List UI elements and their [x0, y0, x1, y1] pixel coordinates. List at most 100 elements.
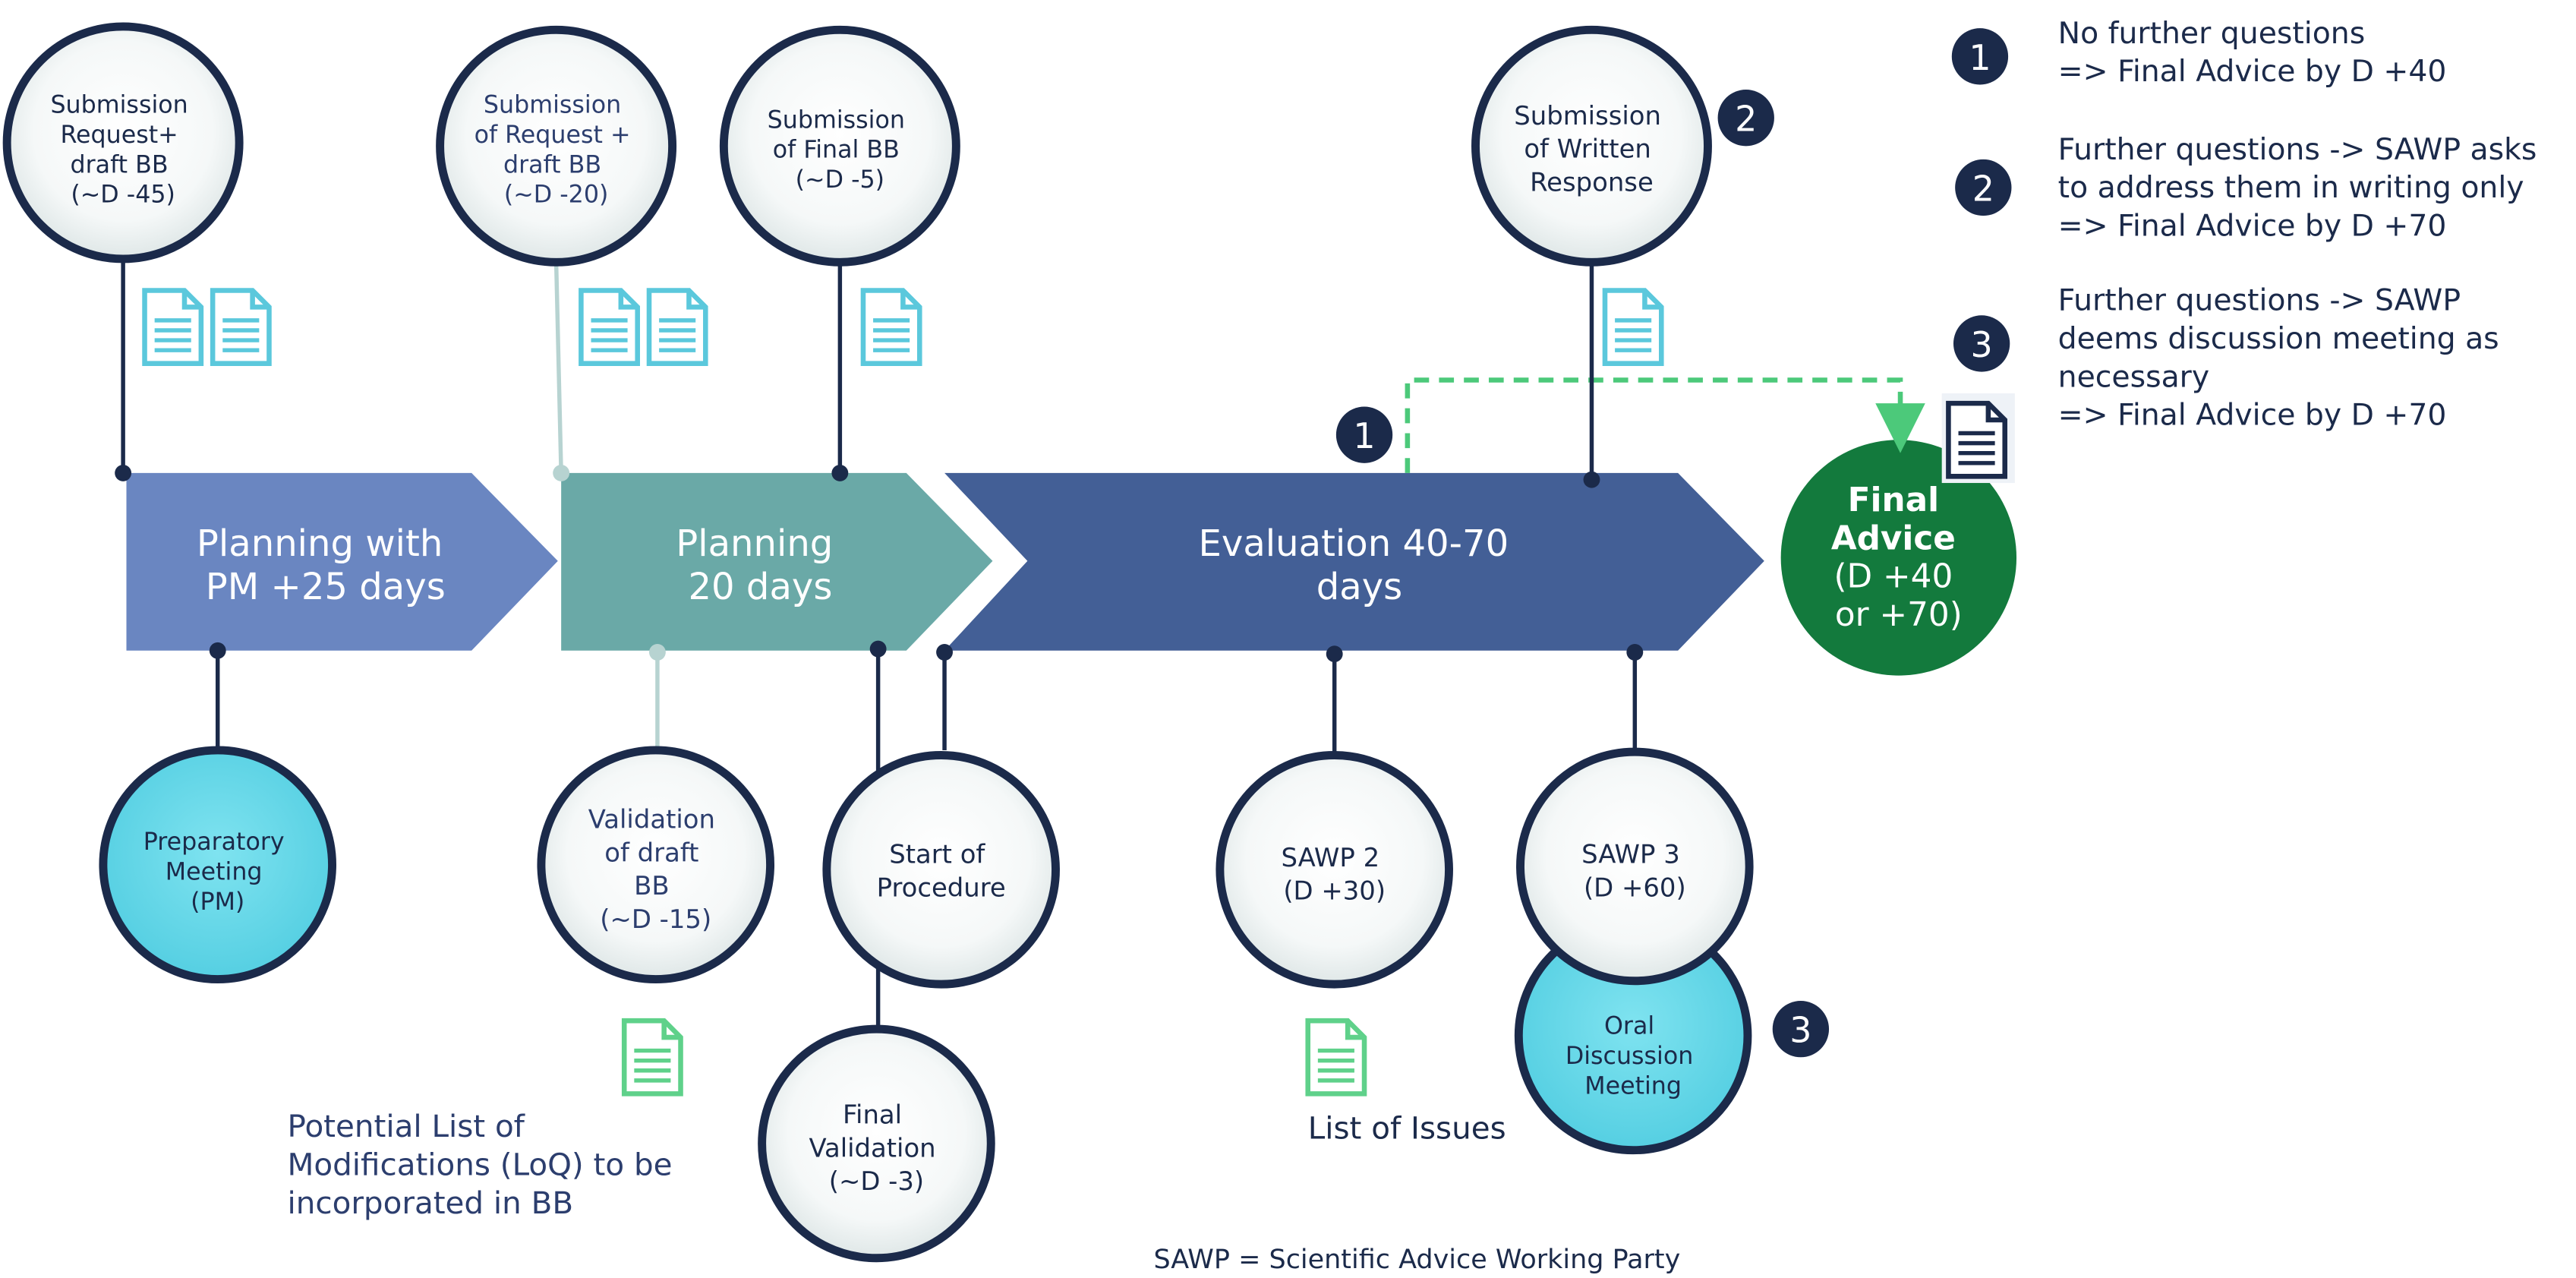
milestone-line: Meeting	[166, 858, 263, 885]
milestone-sawp-3: SAWP 3 (D +60)	[1516, 747, 1754, 986]
svg-text:Preparatory Meeting: Preparatory Meeting (PM)	[143, 828, 292, 916]
milestone-line: Procedure	[877, 873, 1006, 902]
phase-planning-pm: Planning with PM +25 days	[126, 472, 558, 651]
badge-3-label: 3	[1789, 1010, 1811, 1051]
legend-item-1: 1 No further questions => Final Advice b…	[1951, 16, 2447, 89]
document-icon	[579, 288, 640, 366]
milestone-line: Start of	[889, 840, 985, 869]
milestone-line: (~D -45)	[71, 181, 175, 209]
badge-1-label: 1	[1353, 415, 1375, 456]
milestone-final-validation: Final Validation (~D -3)	[758, 1024, 995, 1263]
legend-line: => Final Advice by D +70	[2058, 398, 2447, 433]
svg-text:Final Advice (D +4: Final Advice (D +40 or +70)	[1831, 481, 1966, 634]
milestone-start-of-procedure: Start of Procedure	[822, 751, 1060, 989]
final-advice-line: Advice	[1831, 519, 1956, 557]
document-icon	[621, 1018, 683, 1097]
phase-evaluation: Evaluation 40-70 days	[944, 472, 1764, 651]
connector-dots-bottom	[209, 640, 1644, 663]
document-icon	[646, 288, 708, 366]
milestone-line: Submission	[768, 106, 905, 134]
footer-note: SAWP = Scientific Advice Working Party	[1153, 1245, 1680, 1275]
milestone-line: draft BB	[503, 151, 601, 178]
svg-text:Further questions -> SAWP: Further questions -> SAWP deems discussi…	[2058, 283, 2509, 433]
svg-text:Planning 20 days: Planning 20 days	[676, 522, 844, 608]
final-advice-document-icon	[1941, 393, 2015, 484]
badge-2-label: 2	[1735, 99, 1757, 140]
milestone-submission-request-draft-bb: Submission Request+ draft BB (~D -45)	[2, 22, 244, 263]
svg-text:Further questions -> SAWP asks: Further questions -> SAWP asks to addres…	[2058, 132, 2546, 244]
svg-text:SAWP 2 (D +30): SAWP 2 (D +30)	[1281, 843, 1387, 906]
loq-note-line: Modifications (LoQ) to be	[288, 1146, 673, 1182]
milestone-line: Oral	[1604, 1013, 1654, 1040]
svg-text:Submission Request+: Submission Request+ draft BB (~D -45)	[50, 92, 195, 209]
legend-line: Further questions -> SAWP	[2058, 283, 2461, 318]
milestone-line: Discussion	[1565, 1043, 1694, 1070]
milestone-line: draft BB	[71, 151, 169, 178]
milestone-line: SAWP 3	[1581, 840, 1680, 869]
milestone-line: BB	[634, 871, 669, 901]
svg-text:Submission of Written: Submission of Written Response	[1514, 101, 1669, 197]
badge-3: 3	[1772, 1000, 1830, 1058]
milestone-line: Final	[843, 1100, 902, 1130]
svg-text:Start of Procedure: Start of Procedure	[877, 840, 1006, 903]
loq-note: Potential List of Modifications (LoQ) to…	[288, 1108, 683, 1221]
document-icon	[1602, 288, 1664, 366]
milestone-submission-written-response: Submission of Written Response	[1471, 25, 1712, 267]
svg-text:Oral Discussion Me: Oral Discussion Meeting	[1565, 1013, 1701, 1100]
milestone-line: (D +30)	[1283, 876, 1386, 906]
legend-line: => Final Advice by D +70	[2058, 208, 2447, 243]
milestone-submission-of-request-draft-bb: Submission of Request + draft BB (~D -20…	[436, 25, 677, 267]
legend-item-3: 3 Further questions -> SAWP deems discus…	[1953, 283, 2509, 433]
document-icon	[1305, 1018, 1367, 1097]
legend-number: 3	[1971, 324, 1993, 365]
milestone-line: of draft	[604, 838, 698, 867]
legend-line: => Final Advice by D +40	[2058, 54, 2447, 89]
document-icon	[142, 288, 204, 366]
milestone-line: of Request +	[475, 121, 631, 149]
legend-line: deems discussion meeting as	[2058, 321, 2499, 356]
phase-label-line: Planning	[676, 522, 833, 565]
milestone-line: of Final BB	[773, 137, 900, 164]
outcome-1-path	[1405, 377, 1925, 473]
list-of-issues-label: List of Issues	[1308, 1109, 1506, 1146]
legend-number: 1	[1969, 37, 1991, 78]
legend: 1 No further questions => Final Advice b…	[1951, 16, 2546, 433]
final-advice-line: (D +40	[1833, 557, 1953, 596]
phase-label-line: 20 days	[688, 566, 832, 608]
milestone-validation-draft-bb: Validation of draft BB (~D -15)	[537, 746, 775, 984]
milestone-line: Preparatory	[143, 828, 285, 856]
svg-text:Potential List of Modifi: Potential List of Modifications (LoQ) to…	[288, 1108, 683, 1221]
svg-text:Planning with PM +25 day: Planning with PM +25 days	[197, 522, 455, 608]
final-advice-line: or +70)	[1835, 595, 1963, 634]
svg-text:No further questions =: No further questions => Final Advice by …	[2058, 16, 2447, 89]
milestone-line: Validation	[809, 1133, 935, 1163]
phase-label-line: PM +25 days	[206, 566, 446, 608]
milestone-line: (~D -5)	[796, 166, 884, 194]
milestone-line: (~D -20)	[504, 181, 609, 209]
connector-dots-top	[115, 465, 1600, 488]
milestone-line: Submission	[1514, 101, 1661, 131]
svg-text:Final Validation (: Final Validation (~D -3)	[809, 1100, 944, 1196]
milestone-preparatory-meeting: Preparatory Meeting (PM)	[99, 746, 336, 984]
milestone-line: (~D -3)	[829, 1166, 924, 1196]
milestone-line: (~D -15)	[600, 904, 711, 934]
legend-line: No further questions	[2058, 16, 2366, 51]
milestone-line: SAWP 2	[1281, 843, 1379, 873]
connectors-top	[121, 248, 1594, 480]
final-advice: Final Advice (D +40 or +70)	[1780, 440, 2017, 676]
document-icon	[210, 288, 272, 366]
document-icon	[860, 288, 922, 366]
svg-text:Submission of Final BB: Submission of Final BB (~D -5)	[768, 106, 913, 194]
milestone-line: of Written	[1524, 134, 1651, 164]
milestone-submission-final-bb: Submission of Final BB (~D -5)	[719, 25, 960, 267]
phase-label-line: days	[1316, 566, 1402, 608]
svg-text:Validation of draft: Validation of draft BB (~D -15)	[588, 805, 724, 934]
phase-label-line: Planning with	[197, 522, 443, 565]
milestone-line: (D +60)	[1584, 873, 1686, 902]
svg-text:Evaluation 40-70 days: Evaluation 40-70 days	[1199, 522, 1521, 608]
loq-note-line: Potential List of	[288, 1108, 525, 1144]
milestone-line: (PM)	[191, 888, 244, 916]
milestone-line: Submission	[484, 92, 621, 119]
legend-line: necessary	[2058, 359, 2209, 394]
final-advice-line: Final	[1848, 481, 1939, 519]
